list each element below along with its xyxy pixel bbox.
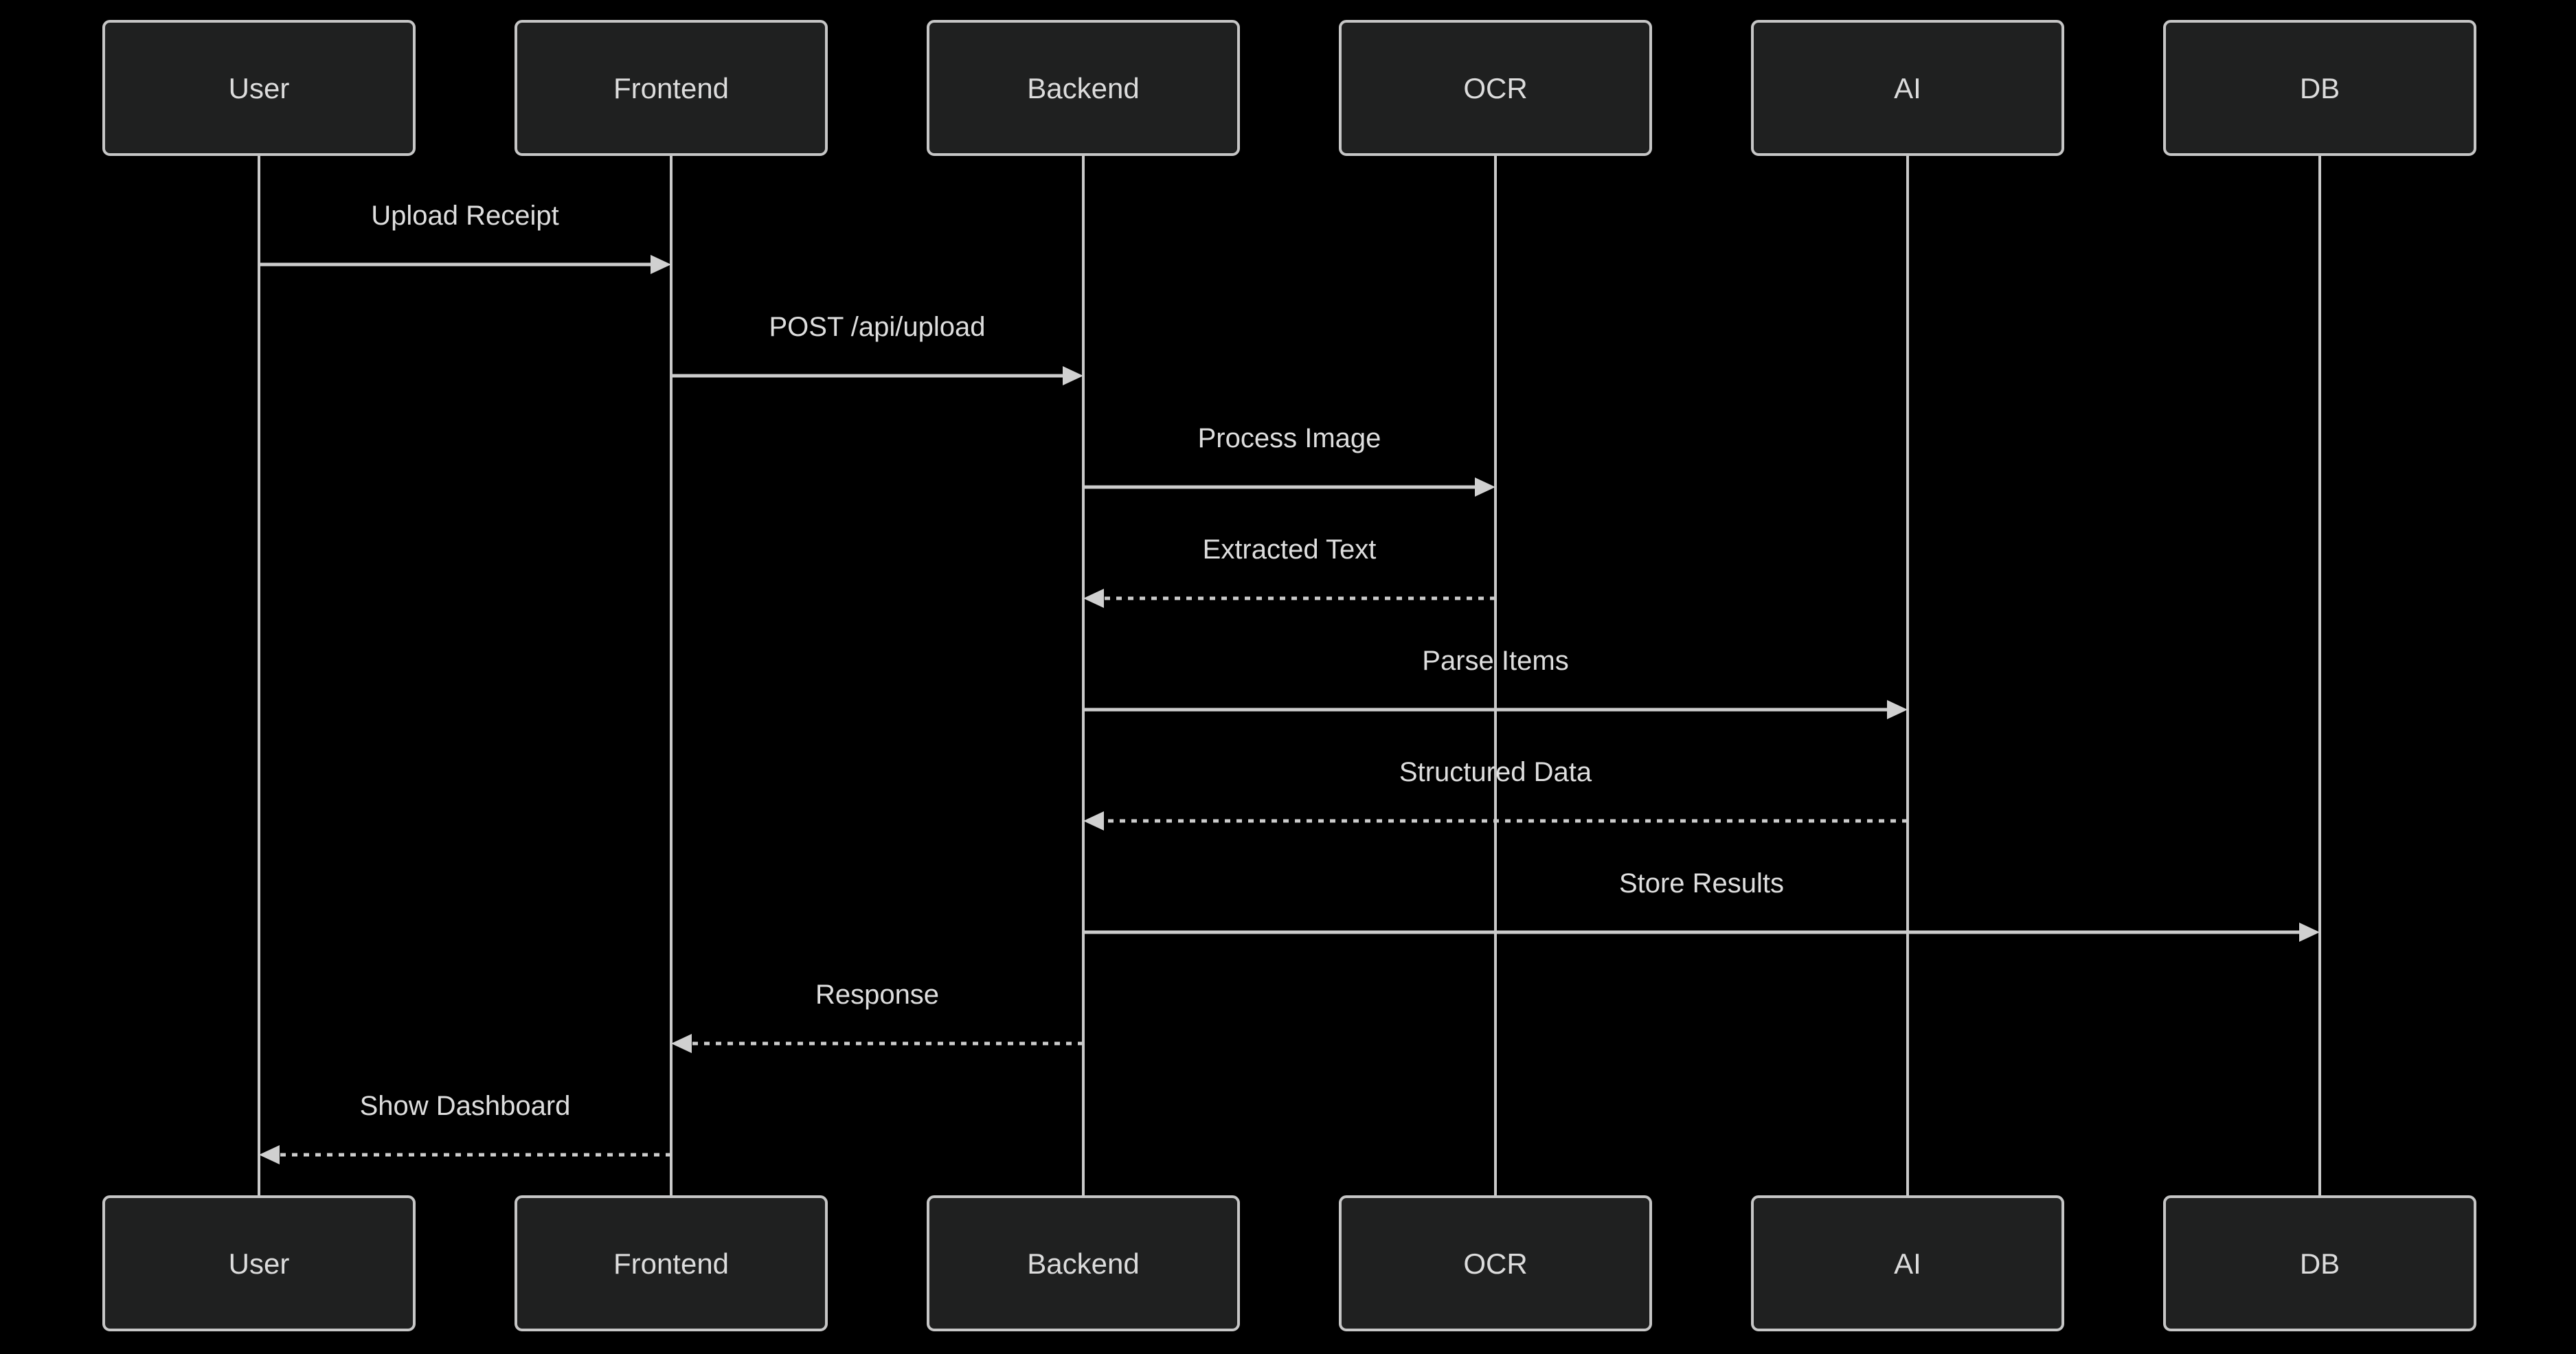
actor-frontend-top: Frontend [515, 20, 828, 156]
actor-box [1751, 1195, 2064, 1331]
message-label: Show Dashboard [360, 1091, 571, 1121]
actor-box [102, 20, 416, 156]
actor-ai-bottom: AI [1751, 1195, 2064, 1331]
message-label: Upload Receipt [371, 201, 559, 231]
arrowhead-right-icon [1475, 477, 1495, 497]
arrowhead-right-icon [1063, 366, 1083, 385]
actor-box [927, 20, 1240, 156]
arrowhead-right-icon [2299, 923, 2320, 942]
actor-box [2163, 20, 2476, 156]
arrowhead-left-icon [259, 1145, 280, 1164]
message-structured-data: Structured Data [1083, 757, 1908, 831]
message-label: Process Image [1198, 423, 1381, 453]
actor-ai-top: AI [1751, 20, 2064, 156]
message-label: Response [815, 980, 939, 1010]
actor-frontend-bottom: Frontend [515, 1195, 828, 1331]
actor-box [927, 1195, 1240, 1331]
message-label: Extracted Text [1203, 534, 1377, 565]
actor-box [1751, 20, 2064, 156]
arrowhead-left-icon [1083, 811, 1104, 831]
message-store-results: Store Results [1083, 868, 2320, 942]
actor-ocr-bottom: OCR [1339, 1195, 1652, 1331]
actor-label: AI [1894, 72, 1921, 104]
message-label: Parse Items [1422, 646, 1568, 676]
actor-db-top: DB [2163, 20, 2476, 156]
actor-label: Backend [1027, 72, 1139, 104]
arrowhead-left-icon [671, 1034, 692, 1053]
message-parse-items: Parse Items [1083, 646, 1908, 719]
message-upload-receipt: Upload Receipt [259, 201, 671, 274]
message-label: POST /api/upload [769, 312, 985, 342]
actor-label: DB [2300, 72, 2340, 104]
arrowhead-left-icon [1083, 589, 1104, 608]
actor-label: User [229, 1248, 290, 1280]
message-label: Structured Data [1399, 757, 1592, 787]
message-post-api-upload: POST /api/upload [671, 312, 1083, 385]
actor-label: DB [2300, 1248, 2340, 1280]
actor-label: User [229, 72, 290, 104]
actor-box [1339, 1195, 1652, 1331]
actor-label: Frontend [613, 1248, 729, 1280]
message-label: Store Results [1619, 868, 1784, 899]
actor-label: OCR [1463, 1248, 1527, 1280]
actor-label: AI [1894, 1248, 1921, 1280]
actor-box [515, 20, 828, 156]
arrowhead-right-icon [651, 255, 671, 274]
actor-user-bottom: User [102, 1195, 416, 1331]
actor-box [1339, 20, 1652, 156]
actor-backend-top: Backend [927, 20, 1240, 156]
actor-label: Frontend [613, 72, 729, 104]
actor-db-bottom: DB [2163, 1195, 2476, 1331]
actor-box [102, 1195, 416, 1331]
arrowhead-right-icon [1887, 700, 1908, 719]
actor-ocr-top: OCR [1339, 20, 1652, 156]
actor-label: Backend [1027, 1248, 1139, 1280]
message-process-image: Process Image [1083, 423, 1495, 497]
actor-label: OCR [1463, 72, 1527, 104]
actor-box [515, 1195, 828, 1331]
actor-user-top: User [102, 20, 416, 156]
message-show-dashboard: Show Dashboard [259, 1091, 671, 1164]
actor-backend-bottom: Backend [927, 1195, 1240, 1331]
message-response: Response [671, 980, 1083, 1053]
actor-box [2163, 1195, 2476, 1331]
message-extracted-text: Extracted Text [1083, 534, 1495, 608]
